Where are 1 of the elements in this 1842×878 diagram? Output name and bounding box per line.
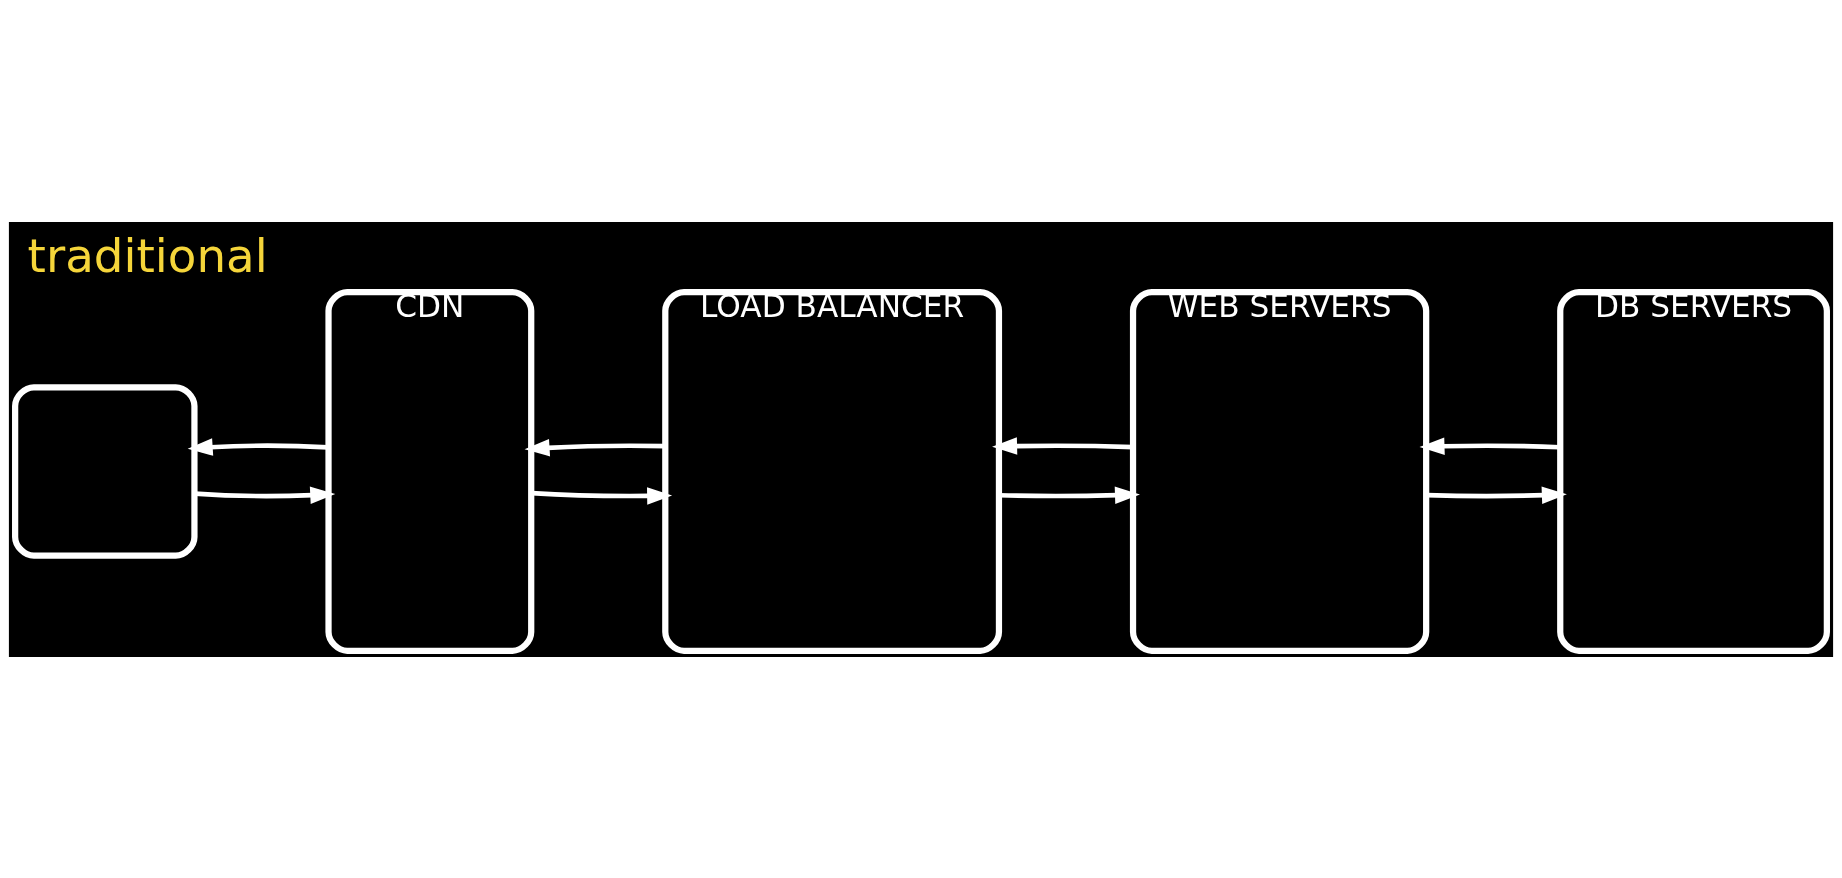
diagram-title: traditional [27, 228, 268, 283]
